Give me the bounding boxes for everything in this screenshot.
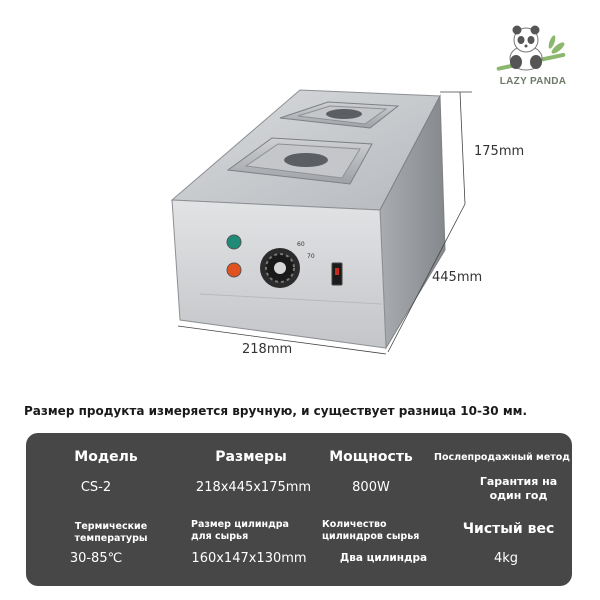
spec-header-weight: Чистый вес — [462, 521, 555, 537]
spec-header-dimensions: Размеры — [215, 449, 287, 465]
measurement-note: Размер продукта измеряется вручную, и су… — [24, 404, 528, 418]
thermostat-knob-icon[interactable]: 60 70 — [260, 241, 315, 288]
svg-text:60: 60 — [297, 241, 305, 248]
spec-value-model: CS-2 — [80, 480, 112, 495]
spec-value-temperature: 30-85℃ — [69, 551, 123, 566]
spec-header-power: Мощность — [329, 449, 413, 465]
brand-logo: LAZY PANDA — [490, 22, 576, 92]
spec-header-model: Модель — [74, 449, 138, 465]
indicator-light-icon — [226, 234, 242, 250]
indicator-light-icon — [226, 262, 242, 278]
dimension-depth: 445mm — [432, 270, 483, 285]
panda-icon — [496, 25, 566, 71]
spec-value-service: Гарантия на один год — [479, 475, 558, 502]
dimension-height: 175mm — [474, 144, 525, 159]
dimension-width: 218mm — [242, 342, 293, 357]
spec-value-cylinder-size: 160x147x130mm — [191, 551, 307, 566]
spec-value-weight: 4kg — [493, 551, 519, 566]
svg-text:70: 70 — [307, 253, 315, 260]
spec-value-power: 800W — [352, 480, 390, 495]
spec-table: Модель Размеры Мощность Послепродажный м… — [26, 433, 572, 586]
product-image: 60 70 — [170, 89, 472, 355]
pan-back — [279, 101, 400, 129]
spec-header-cylinder-count: Количество цилиндров сырья — [322, 519, 420, 542]
spec-header-cylinder-size: Размер цилиндра для сырья — [191, 519, 289, 542]
spec-header-temperature: Термические температуры — [74, 521, 148, 544]
spec-header-service: Послепродажный метод — [434, 452, 570, 463]
spec-value-cylinder-count: Два цилиндра — [339, 552, 428, 564]
pan-front — [226, 137, 373, 185]
brand-name: LAZY PANDA — [499, 76, 567, 87]
spec-value-dimensions: 218x445x175mm — [195, 480, 312, 495]
